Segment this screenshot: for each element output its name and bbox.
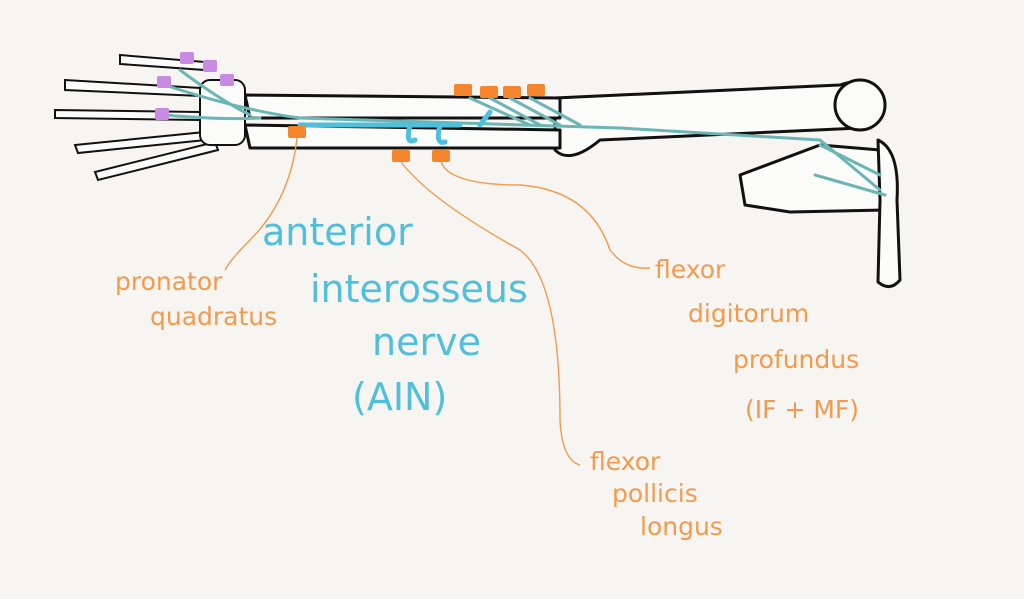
fpl-label: flexor pollicis longus xyxy=(590,447,723,541)
svg-text:pollicis: pollicis xyxy=(612,479,698,508)
svg-text:longus: longus xyxy=(640,512,723,541)
svg-text:(AIN): (AIN) xyxy=(352,375,447,419)
fdp-label: flexor digitorum profundus (IF + MF) xyxy=(655,255,859,424)
coracoid xyxy=(876,138,902,288)
scapula xyxy=(738,143,887,214)
svg-text:nerve: nerve xyxy=(372,320,481,364)
finger-markers xyxy=(155,52,234,120)
muscle-markers xyxy=(288,84,545,162)
anterior-interosseus-nerve xyxy=(297,109,493,145)
leader-pronator xyxy=(224,137,298,271)
leader-fpl xyxy=(400,161,581,466)
svg-text:quadratus: quadratus xyxy=(150,302,277,331)
leader-fdp xyxy=(440,161,651,269)
svg-text:flexor: flexor xyxy=(590,447,661,476)
median-nerve xyxy=(163,68,887,197)
svg-text:(IF + MF): (IF + MF) xyxy=(745,395,859,424)
svg-text:anterior: anterior xyxy=(262,210,413,254)
humerus xyxy=(553,79,884,158)
ulna xyxy=(243,123,562,150)
ain-label: anterior interosseus nerve (AIN) xyxy=(262,210,528,419)
svg-text:profundus: profundus xyxy=(733,345,859,374)
svg-text:pronator: pronator xyxy=(115,267,223,296)
pronator-quadratus-label: pronator quadratus xyxy=(115,267,277,331)
svg-text:flexor: flexor xyxy=(655,255,726,284)
humeral-head xyxy=(833,78,887,132)
svg-text:digitorum: digitorum xyxy=(688,299,809,328)
svg-text:interosseus: interosseus xyxy=(310,267,528,311)
radius xyxy=(243,93,562,120)
